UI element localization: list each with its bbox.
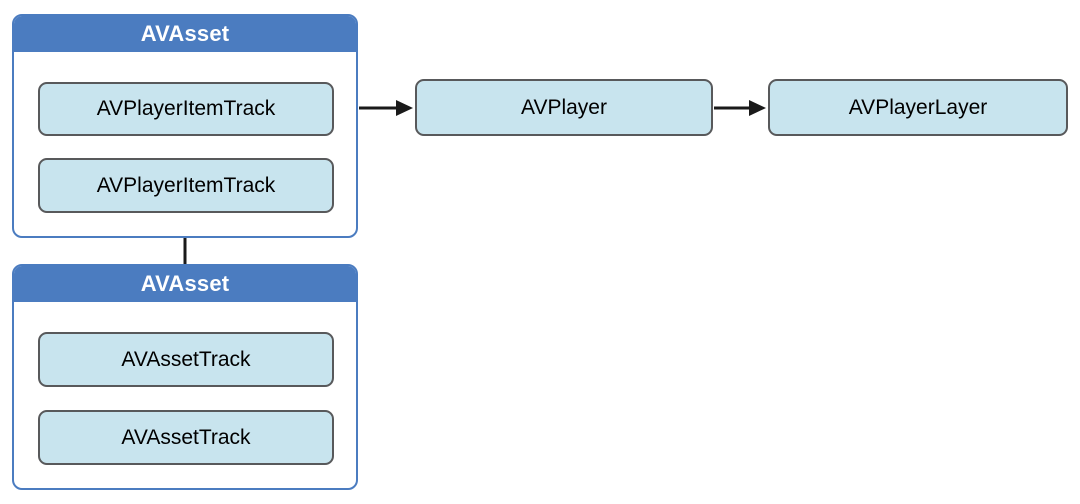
- node-avplayer: AVPlayer: [415, 79, 713, 136]
- arrowhead-right-icon: [396, 100, 413, 116]
- node-avplayerlayer: AVPlayerLayer: [768, 79, 1068, 136]
- container-title: AVAsset: [14, 16, 356, 52]
- node-label: AVPlayerLayer: [848, 95, 988, 119]
- arrowhead-right-icon: [749, 100, 766, 116]
- node-label: AVAssetTrack: [121, 347, 251, 371]
- node-avassettrack-1: AVAssetTrack: [38, 332, 334, 387]
- node-label: AVAssetTrack: [121, 425, 251, 449]
- arrow-asset-to-player: [359, 100, 413, 116]
- container-title: AVAsset: [14, 266, 356, 302]
- node-avplayeritemtrack-1: AVPlayerItemTrack: [38, 82, 334, 136]
- node-avassettrack-2: AVAssetTrack: [38, 410, 334, 465]
- arrow-player-to-layer: [714, 100, 766, 116]
- node-avplayeritemtrack-2: AVPlayerItemTrack: [38, 158, 334, 213]
- node-label: AVPlayerItemTrack: [96, 173, 276, 197]
- node-label: AVPlayerItemTrack: [96, 97, 276, 120]
- node-label: AVPlayer: [521, 95, 607, 119]
